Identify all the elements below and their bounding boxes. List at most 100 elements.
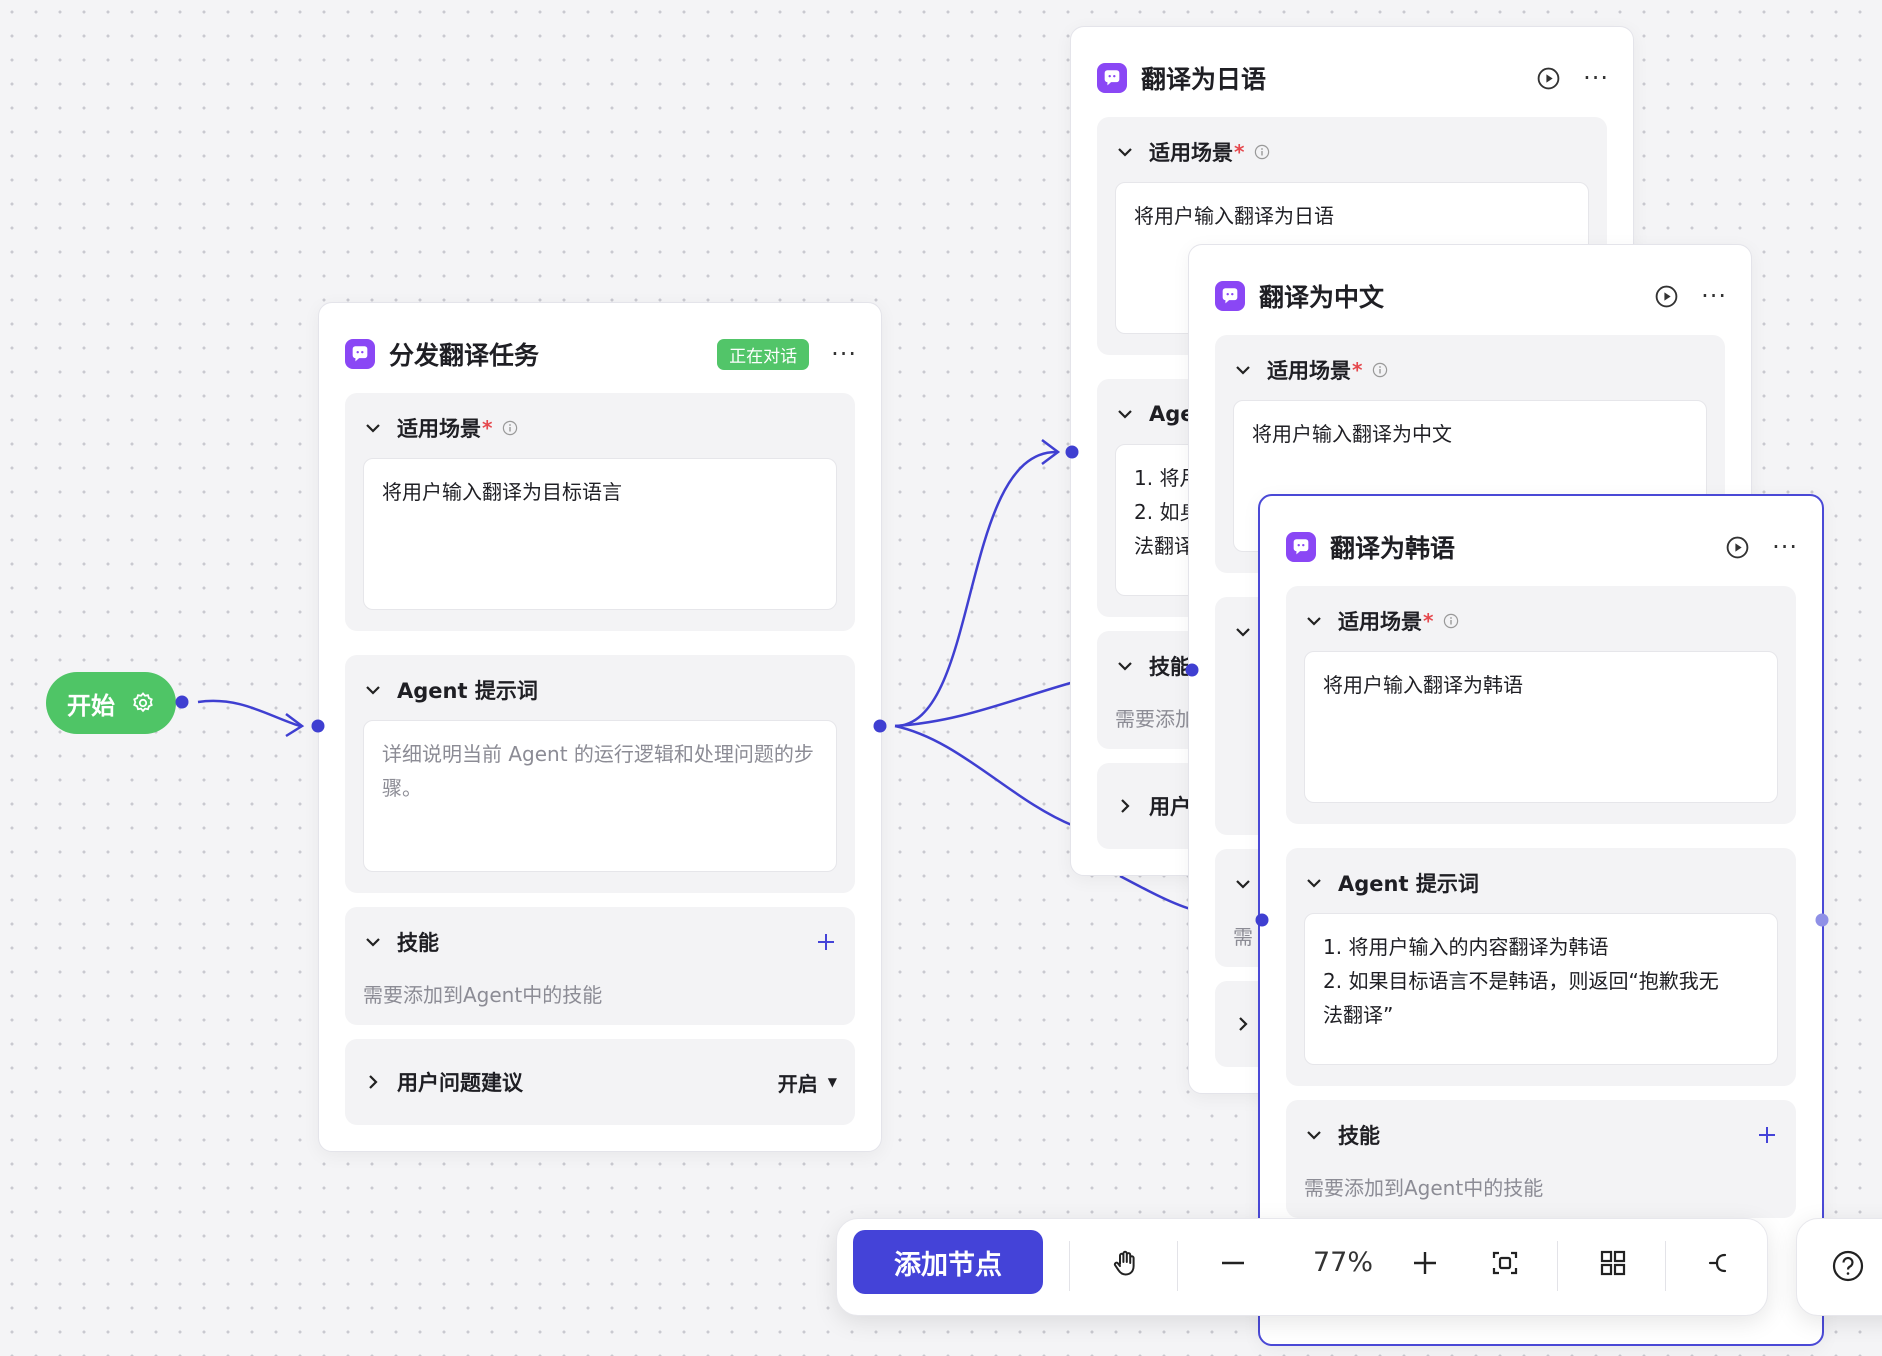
required-mark: *	[1423, 609, 1434, 633]
korean-output-port[interactable]	[1815, 913, 1829, 927]
wire-dispatch-to-korean	[894, 724, 1075, 828]
hand-icon[interactable]	[1105, 1243, 1145, 1283]
collapse-icon[interactable]	[1701, 1243, 1741, 1283]
play-icon[interactable]	[1654, 284, 1679, 309]
agent-icon	[1097, 63, 1127, 93]
scene-text: 将用户输入翻译为韩语	[1323, 673, 1523, 697]
scene-input[interactable]: 将用户输入翻译为目标语言	[363, 458, 837, 610]
korean-input-port[interactable]	[1255, 913, 1269, 927]
section-title: Age	[1149, 402, 1195, 426]
chevron-down-icon[interactable]	[1304, 1125, 1324, 1145]
more-options-icon[interactable]: ···	[1701, 282, 1727, 310]
prompt-input[interactable]: 1. 将用户输入的内容翻译为韩语 2. 如果目标语言不是韩语，则返回“抱歉我无 …	[1304, 913, 1778, 1065]
agent-node-korean[interactable]: 翻译为韩语 ··· 适用场景* 将用户输入翻译为韩语 Agent 提示词 1. …	[1258, 494, 1824, 1346]
add-skill-icon[interactable]	[1756, 1124, 1778, 1146]
prompt-section: Agent 提示词 1. 将用户输入的内容翻译为韩语 2. 如果目标语言不是韩语…	[1286, 848, 1796, 1086]
add-node-button[interactable]: 添加节点	[853, 1230, 1043, 1294]
info-icon[interactable]	[1372, 362, 1388, 378]
chevron-down-icon[interactable]	[1233, 874, 1253, 894]
section-title: 技能	[1149, 655, 1191, 679]
prompt-line: 法翻译	[1134, 534, 1194, 558]
more-options-icon[interactable]: ···	[1772, 533, 1798, 561]
dispatch-input-port[interactable]	[311, 719, 325, 733]
chevron-right-icon[interactable]	[1115, 796, 1135, 816]
chevron-down-icon[interactable]	[363, 418, 383, 438]
play-icon[interactable]	[1536, 66, 1561, 91]
caret-down-icon: ▼	[827, 1075, 837, 1089]
grid-layout-icon[interactable]	[1593, 1243, 1633, 1283]
skills-hint: 需要添加	[1115, 707, 1195, 731]
node-title: 翻译为韩语	[1330, 534, 1456, 563]
zoom-level[interactable]: 77%	[1312, 1247, 1373, 1278]
info-icon[interactable]	[1443, 613, 1459, 629]
section-title: Agent 提示词	[397, 679, 538, 703]
info-icon[interactable]	[1254, 144, 1270, 160]
scene-section: 适用场景* 将用户输入翻译为韩语	[1286, 586, 1796, 824]
section-title: 技能	[397, 931, 439, 955]
chevron-down-icon[interactable]	[1115, 142, 1135, 162]
fit-view-icon[interactable]	[1485, 1243, 1525, 1283]
suggestion-toggle[interactable]: 开启 ▼	[778, 1068, 837, 1097]
chevron-down-icon[interactable]	[363, 932, 383, 952]
chevron-down-icon[interactable]	[1304, 611, 1324, 631]
zoom-out-icon[interactable]	[1213, 1243, 1253, 1283]
chevron-down-icon[interactable]	[1233, 360, 1253, 380]
chevron-right-icon[interactable]	[1233, 1014, 1253, 1034]
scene-section: 适用场景* 将用户输入翻译为目标语言	[345, 393, 855, 631]
zoom-in-icon[interactable]	[1405, 1243, 1445, 1283]
start-output-port[interactable]	[175, 695, 189, 709]
help-panel	[1796, 1218, 1882, 1316]
agent-icon	[1215, 281, 1245, 311]
chevron-down-icon[interactable]	[1233, 622, 1253, 642]
chevron-down-icon[interactable]	[1304, 873, 1324, 893]
agent-node-dispatch[interactable]: 分发翻译任务 正在对话 ··· 适用场景* 将用户输入翻译为目标语言 Agent…	[318, 302, 882, 1152]
section-title: 适用场景	[1149, 141, 1233, 165]
start-node[interactable]: 开始	[46, 672, 176, 734]
japanese-input-port[interactable]	[1065, 445, 1079, 459]
add-skill-icon[interactable]	[815, 931, 837, 953]
toolbar-divider	[1177, 1241, 1178, 1291]
skills-hint: 需要添加到Agent中的技能	[1304, 1176, 1544, 1200]
wire-arrow-start	[285, 713, 305, 738]
play-icon[interactable]	[1725, 535, 1750, 560]
prompt-line: 法翻译”	[1323, 1003, 1394, 1027]
section-title: 技能	[1338, 1124, 1380, 1148]
chevron-right-icon[interactable]	[363, 1072, 383, 1092]
section-title: 适用场景	[1267, 359, 1351, 383]
suggestion-section: 用户问题建议 开启 ▼	[345, 1039, 855, 1125]
scene-input[interactable]: 将用户输入翻译为韩语	[1304, 651, 1778, 803]
scene-text: 将用户输入翻译为中文	[1252, 422, 1452, 446]
prompt-section: Agent 提示词 详细说明当前 Agent 的运行逻辑和处理问题的步骤。	[345, 655, 855, 893]
section-title: 适用场景	[1338, 610, 1422, 634]
section-title: 用户问题建议	[397, 1071, 523, 1095]
node-title: 翻译为中文	[1259, 283, 1385, 312]
prompt-line: 1. 将用户输入的内容翻译为韩语	[1323, 935, 1609, 959]
wire-arrow-japanese	[1041, 439, 1061, 465]
suggestion-value: 开启	[777, 1071, 818, 1096]
gear-icon[interactable]	[131, 691, 155, 715]
skills-hint: 需要添加到Agent中的技能	[363, 983, 603, 1007]
wire-fragment-korean	[1119, 874, 1195, 912]
section-title: Agent 提示词	[1338, 872, 1479, 896]
scene-text: 将用户输入翻译为目标语言	[382, 480, 622, 504]
required-mark: *	[482, 416, 493, 440]
node-title: 翻译为日语	[1141, 65, 1267, 94]
chevron-down-icon[interactable]	[1115, 656, 1135, 676]
chevron-down-icon[interactable]	[363, 680, 383, 700]
more-options-icon[interactable]: ···	[1583, 64, 1609, 92]
more-options-icon[interactable]: ···	[831, 340, 857, 368]
dispatch-output-port[interactable]	[873, 719, 887, 733]
help-icon[interactable]	[1831, 1249, 1865, 1283]
status-badge: 正在对话	[717, 338, 810, 370]
info-icon[interactable]	[502, 420, 518, 436]
prompt-line: 2. 如果目标语言不是韩语，则返回“抱歉我无	[1323, 969, 1719, 993]
prompt-placeholder: 详细说明当前 Agent 的运行逻辑和处理问题的步骤。	[382, 742, 814, 800]
required-mark: *	[1352, 358, 1363, 382]
skills-section: 技能 需要添加到Agent中的技能	[345, 907, 855, 1025]
toolbar-divider	[1665, 1241, 1666, 1291]
skills-hint: 需	[1233, 925, 1253, 949]
japanese-skills-port[interactable]	[1185, 663, 1199, 677]
prompt-input[interactable]: 详细说明当前 Agent 的运行逻辑和处理问题的步骤。	[363, 720, 837, 872]
node-title: 分发翻译任务	[389, 341, 540, 370]
chevron-down-icon[interactable]	[1115, 404, 1135, 424]
